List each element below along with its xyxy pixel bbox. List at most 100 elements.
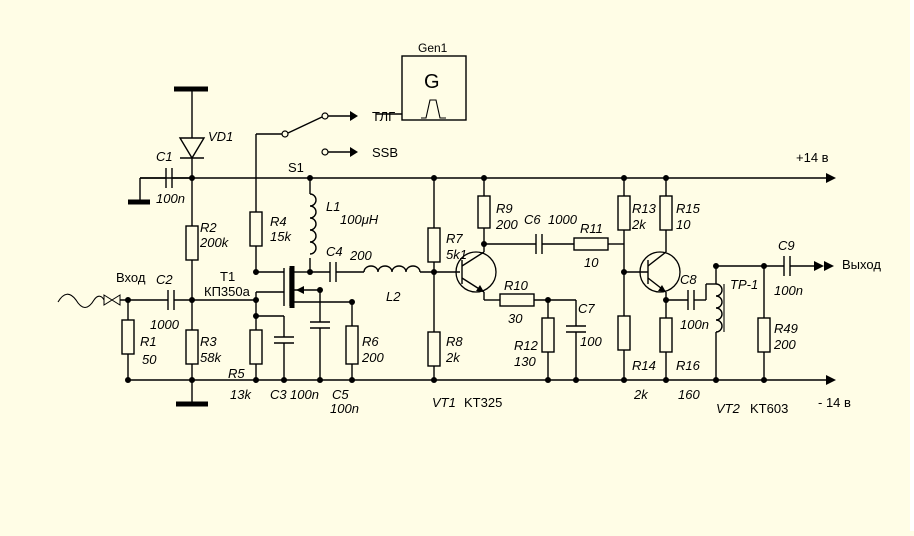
junction-dot — [307, 175, 313, 181]
r3-value: 58k — [200, 350, 222, 365]
r5-resistor — [249, 300, 263, 380]
r4-label: R4 — [270, 214, 287, 229]
vt2-value: KT603 — [750, 401, 788, 416]
vt2-transistor — [624, 230, 681, 318]
r16-resistor — [659, 317, 673, 380]
r2-resistor — [185, 178, 199, 330]
gen1-symbol: G — [424, 71, 440, 93]
r11-label: R11 — [580, 221, 603, 236]
junction-dot — [431, 175, 437, 181]
t1-transistor — [255, 258, 352, 308]
r14-label: R14 — [632, 358, 656, 373]
switch-tlg-label: ТЛГ — [372, 109, 395, 124]
junction-dot — [713, 377, 719, 383]
t1-label: T1 — [220, 269, 235, 284]
junction-dot — [481, 175, 487, 181]
junction-dot — [545, 377, 551, 383]
r2-value: 200k — [199, 235, 230, 250]
r8-resistor — [427, 331, 441, 380]
l1-inductor — [309, 178, 317, 255]
junction-dot — [663, 175, 669, 181]
junction-dot — [621, 269, 627, 275]
junction-dot — [317, 287, 323, 293]
r4-value: 15k — [270, 229, 292, 244]
c7-capacitor — [566, 300, 586, 380]
c9-capacitor — [783, 256, 834, 276]
junction-dot — [317, 377, 323, 383]
r10-label: R10 — [504, 278, 529, 293]
t1-value: КП350а — [204, 284, 251, 299]
c3-capacitor — [256, 315, 294, 380]
junction-dot — [253, 297, 259, 303]
input-connector — [57, 293, 168, 309]
r6-resistor — [345, 302, 359, 380]
c4-value: 200 — [349, 248, 372, 263]
c2-capacitor — [167, 290, 256, 310]
junction-dot — [253, 269, 259, 275]
c5-label: C5 — [332, 387, 349, 402]
r10-resistor — [499, 293, 576, 307]
junction-dot — [189, 175, 195, 181]
r1-value: 50 — [142, 352, 157, 367]
tp1-label: TP-1 — [730, 277, 758, 292]
r12-resistor — [541, 300, 555, 380]
switch-ssb-label: SSB — [372, 145, 398, 160]
r9-value: 200 — [495, 217, 518, 232]
r14-resistor — [617, 315, 631, 380]
junction-dot — [573, 377, 579, 383]
r2-label: R2 — [200, 220, 217, 235]
negative-rail-label: - 14 в — [818, 395, 851, 410]
r12-label: R12 — [514, 338, 539, 353]
junction-dot — [431, 269, 437, 275]
c6-capacitor — [484, 234, 574, 254]
r13-value: 2k — [631, 217, 647, 232]
l2-label: L2 — [386, 289, 401, 304]
r8-label: R8 — [446, 334, 463, 349]
r15-label: R15 — [676, 201, 701, 216]
generator-block — [376, 55, 467, 121]
c6-value: 1000 — [548, 212, 578, 227]
c3-label: C3 — [270, 387, 287, 402]
vt2-label: VT2 — [716, 401, 741, 416]
c9-value: 100n — [774, 283, 803, 298]
c5-value: 100n — [330, 401, 359, 416]
c8-value: 100n — [680, 317, 709, 332]
l1-label: L1 — [326, 199, 340, 214]
c1-label: C1 — [156, 149, 173, 164]
r6-label: R6 — [362, 334, 379, 349]
junction-dot — [253, 313, 259, 319]
r1-label: R1 — [140, 334, 157, 349]
r49-label: R49 — [774, 321, 798, 336]
junction-dot — [761, 377, 767, 383]
junction-dot — [253, 377, 259, 383]
r1-resistor — [121, 300, 135, 380]
c5-capacitor — [310, 290, 330, 380]
r14-value: 2k — [633, 387, 649, 402]
r3-resistor — [176, 329, 208, 407]
junction-dots — [125, 175, 767, 383]
junction-dot — [349, 377, 355, 383]
c7-value: 100 — [580, 334, 602, 349]
c3-value: 100n — [290, 387, 319, 402]
r11-resistor — [573, 237, 624, 251]
r16-value: 160 — [678, 387, 700, 402]
junction-dot — [125, 377, 131, 383]
junction-dot — [545, 297, 551, 303]
c8-capacitor — [666, 284, 707, 310]
r15-value: 10 — [676, 217, 691, 232]
input-label: Вход — [116, 270, 146, 285]
r7-resistor — [427, 178, 441, 332]
r10-value: 30 — [508, 311, 523, 326]
r15-resistor — [659, 178, 673, 231]
junction-dot — [307, 269, 313, 275]
vd1-label: VD1 — [208, 129, 233, 144]
junction-dot — [189, 297, 195, 303]
c2-label: C2 — [156, 272, 173, 287]
s1-label: S1 — [288, 160, 304, 175]
vt1-value: KT325 — [464, 395, 502, 410]
positive-rail — [140, 173, 836, 183]
r4-resistor — [249, 211, 263, 272]
r49-resistor — [757, 266, 771, 380]
